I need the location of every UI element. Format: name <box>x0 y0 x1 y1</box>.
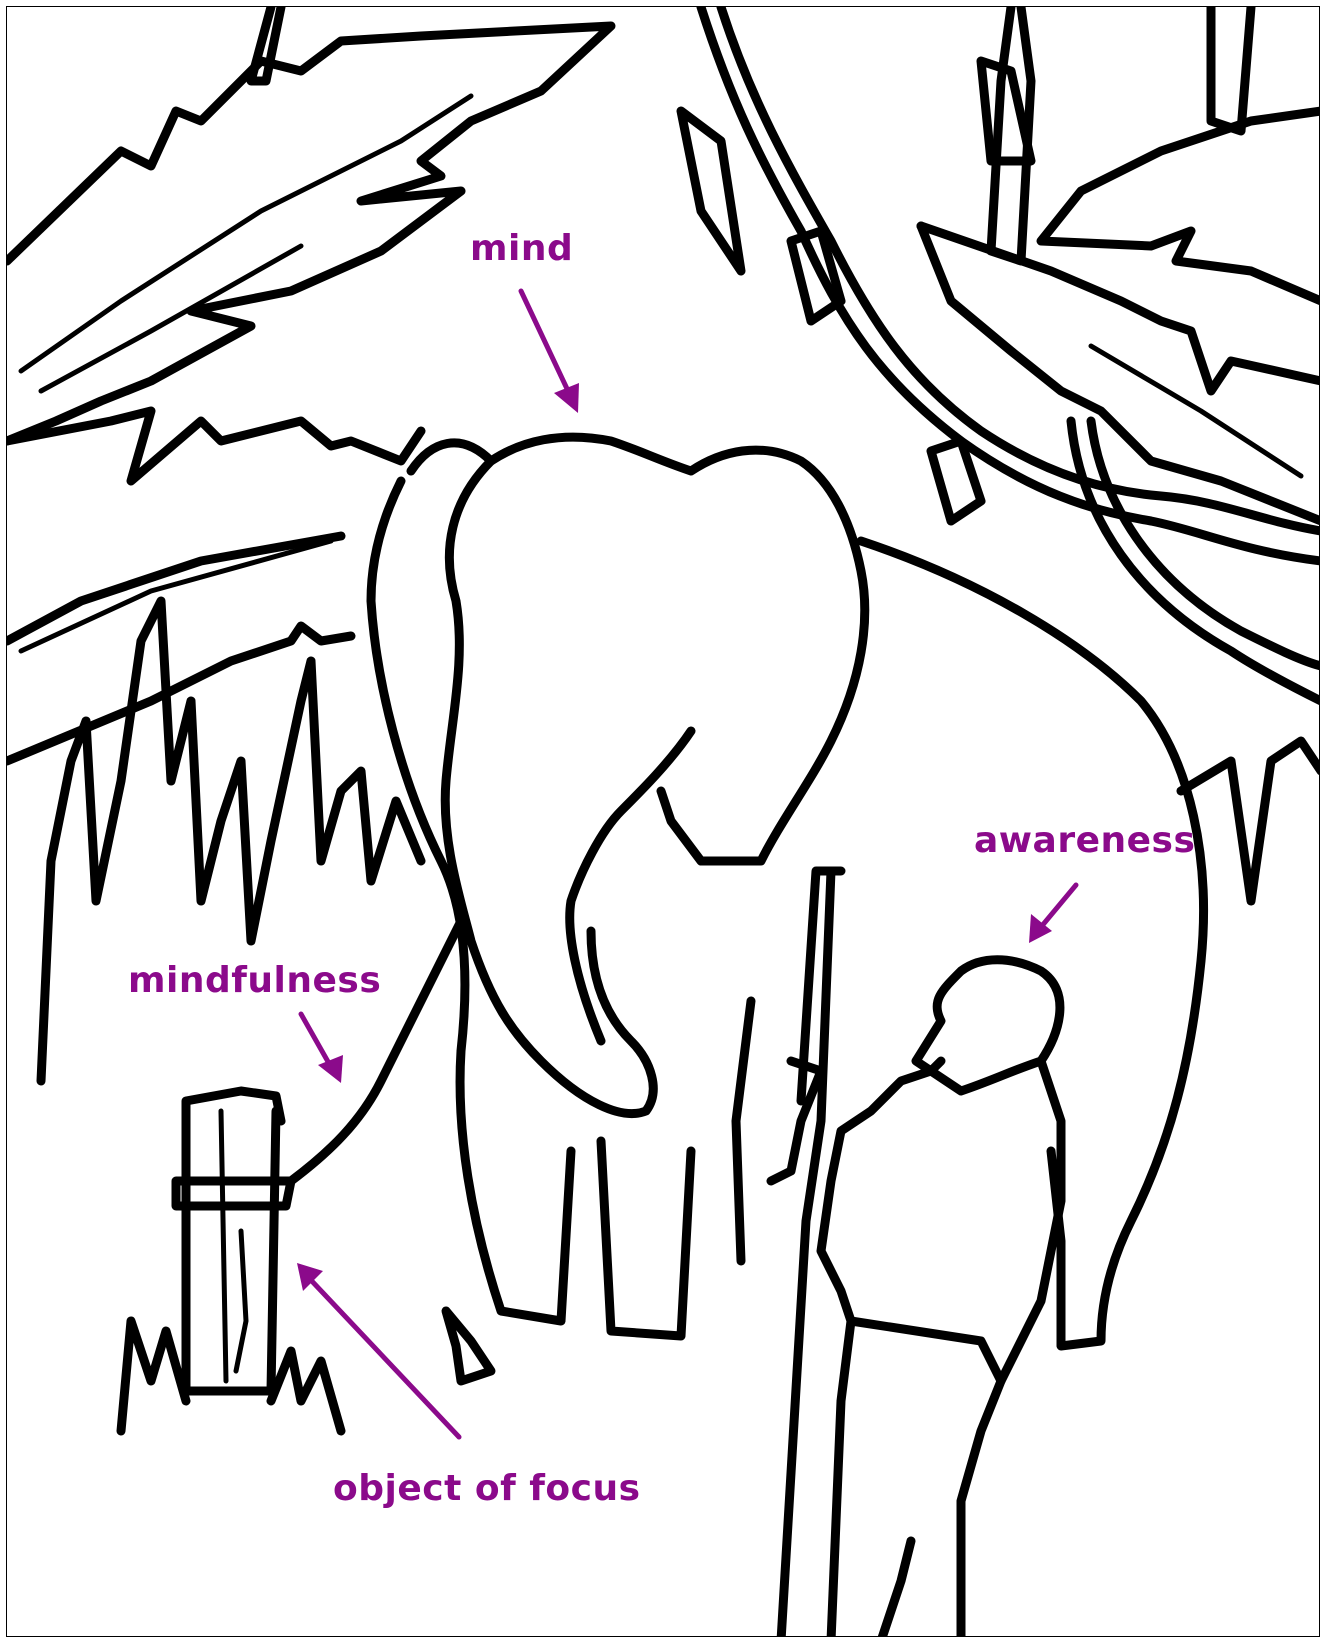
label-mind: mind <box>470 228 573 269</box>
arrow-awareness <box>1041 885 1076 927</box>
arrow-object-of-focus <box>308 1277 459 1437</box>
arrow-mind <box>521 291 569 393</box>
arrow-mindfulness <box>301 1014 331 1067</box>
label-mindfulness: mindfulness <box>128 960 381 1001</box>
label-awareness: awareness <box>974 820 1195 861</box>
arrow-mindfulness-head <box>318 1055 343 1083</box>
label-object-of-focus: object of focus <box>333 1468 641 1509</box>
